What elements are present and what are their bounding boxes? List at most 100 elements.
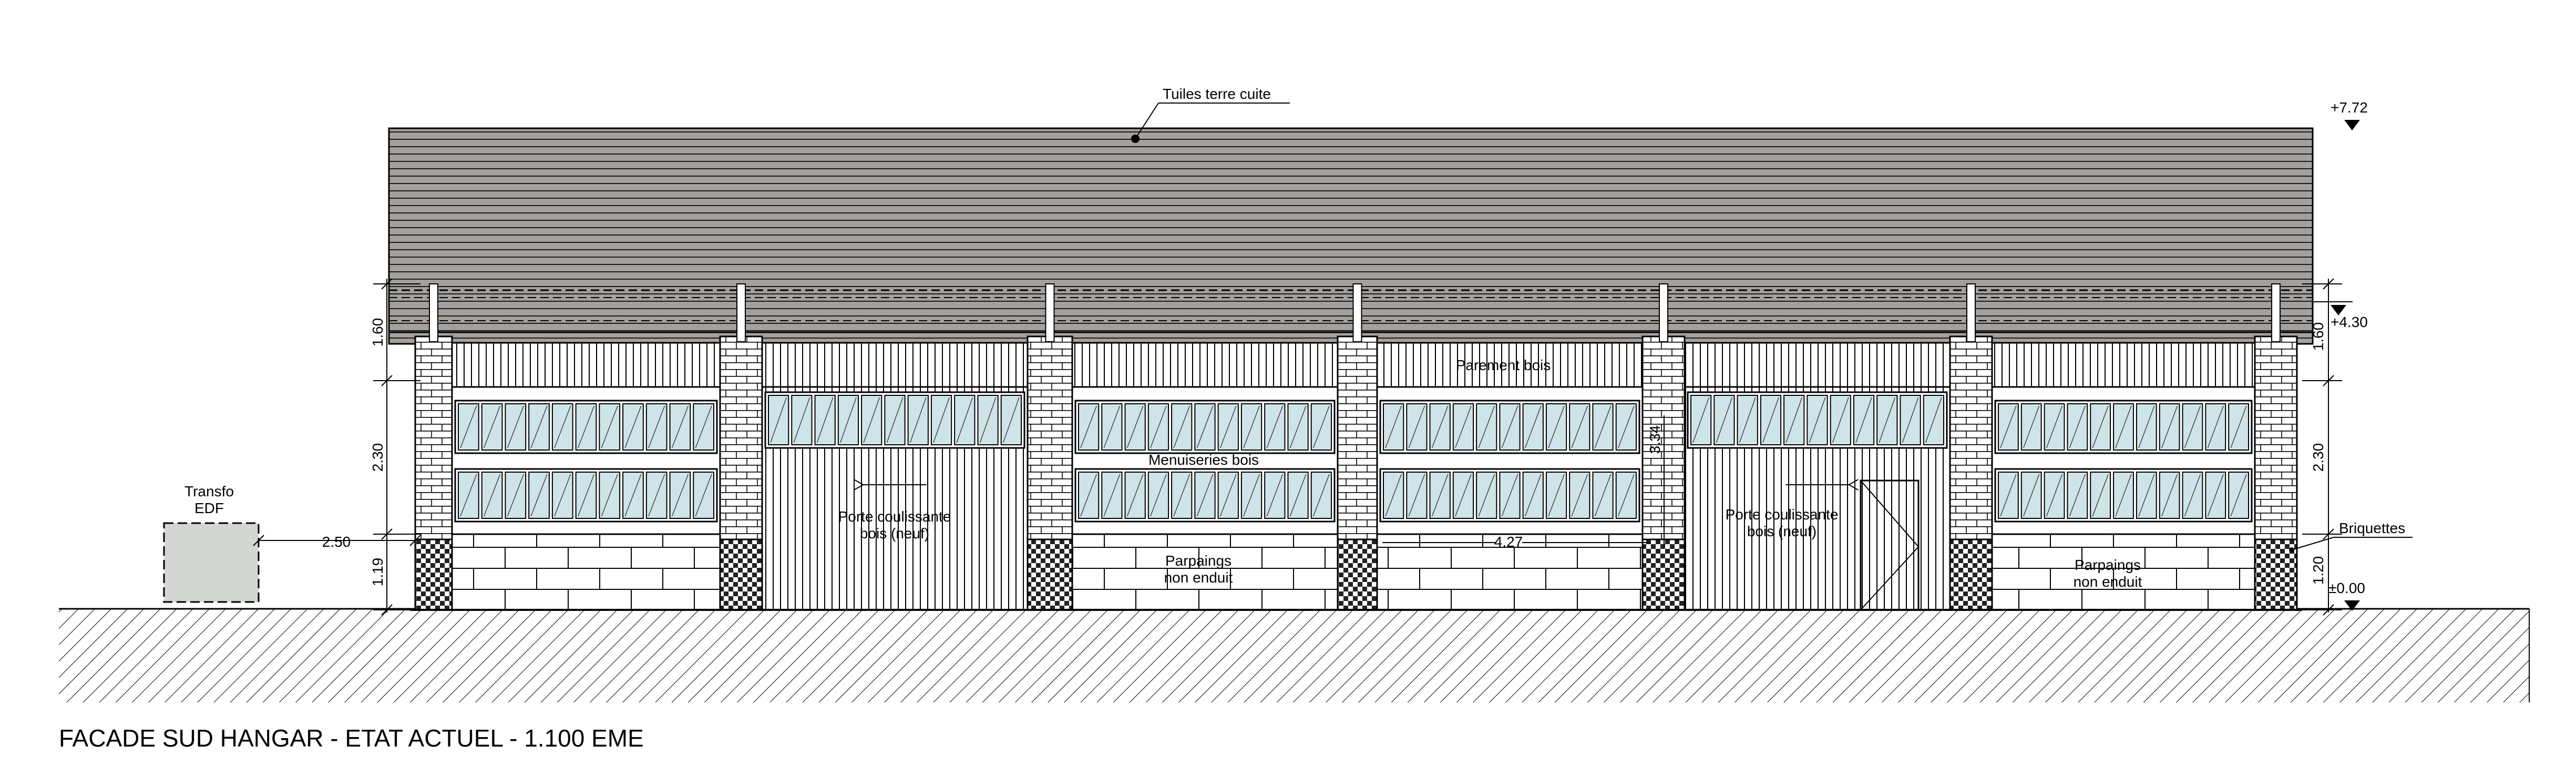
pillar-3-briquettes-plinth <box>1027 538 1073 611</box>
bay-5-door-glazing-pane-reflection <box>1832 397 1849 443</box>
bay-2-door-glazing-pane-reflection <box>770 397 787 443</box>
bay-1-lower-window-pane-reflection <box>695 474 712 517</box>
dim-door-height: 3.34 <box>1647 425 1663 454</box>
bay-1-lower-window-pane-reflection <box>671 474 689 517</box>
roof <box>388 127 2314 345</box>
bay-4-lower-window-pane-reflection <box>1594 474 1612 517</box>
bay-3-upper-window-pane-reflection <box>1196 405 1214 448</box>
parpaings-1-label-line2: non enduit <box>1164 569 1233 586</box>
bay-6-lower-window-pane-reflection <box>2207 474 2224 517</box>
bay-1-lower-window-pane-reflection <box>624 474 642 517</box>
right-dimension-chain <box>2302 278 2342 616</box>
bay-6-upper-window-pane-reflection <box>2115 405 2132 448</box>
dim-right-1-20: 1.20 <box>2310 556 2326 585</box>
bay-2-door-glazing-pane-reflection <box>909 397 927 443</box>
bay-5-door-glazing-pane-reflection <box>1855 397 1872 443</box>
bay-2-door-glazing-pane-reflection <box>979 397 997 443</box>
bay-6-lower-window-pane-reflection <box>2000 474 2017 517</box>
bay-2-door-glazing-pane-reflection <box>816 397 834 443</box>
bay-4-lower-window-pane-reflection <box>1408 474 1425 517</box>
bay-6-lower-window-pane-reflection <box>2230 474 2247 517</box>
bay-6-lower-window-pane-reflection <box>2115 474 2132 517</box>
bay-4-upper-window-pane-reflection <box>1571 405 1588 448</box>
bay-1-upper-window-pane-reflection <box>624 405 642 448</box>
bay-1-upper-window-pane-reflection <box>484 405 501 448</box>
bay-4-upper-window-pane-reflection <box>1408 405 1425 448</box>
dim-inner-width: 4.27 <box>1494 534 1523 550</box>
bay-4-upper-window-pane-reflection <box>1478 405 1495 448</box>
bay-1-lower-window-pane-reflection <box>577 474 595 517</box>
bay-3-lower-window-pane-reflection <box>1080 474 1097 517</box>
bay-3-parpaings-base <box>1071 533 1339 611</box>
bay-4-upper-window-pane-reflection <box>1618 405 1635 448</box>
bay-3-lower-window-pane <box>1171 472 1193 519</box>
pillar-6-briquettes-plinth <box>1949 538 1993 611</box>
bay-2-door-glazing-pane-reflection <box>863 397 880 443</box>
bay-6-lower-window-pane-reflection <box>2161 474 2178 517</box>
parpaings-2-label-line1: Parpaings <box>2075 557 2141 573</box>
dim-right-1-60: 1.60 <box>2310 322 2326 351</box>
bay-4-lower-window-pane-reflection <box>1501 474 1518 517</box>
pillar-1-briquettes-plinth <box>414 538 453 611</box>
bay-6-parpaings-base <box>1991 533 2256 611</box>
bay-2-door-glazing-pane-reflection <box>793 397 810 443</box>
bay-4-upper-window-pane <box>1569 403 1590 451</box>
pillar-6-timber-post <box>1966 283 1976 342</box>
bay-3-lower-window-pane-reflection <box>1126 474 1144 517</box>
bay-6-lower-window-pane-reflection <box>2138 474 2155 517</box>
bay-5-door-glazing-pane-reflection <box>1902 397 1919 443</box>
bay-2-door-glazing-pane-reflection <box>886 397 904 443</box>
bay-2-door-glazing-pane-reflection <box>840 397 857 443</box>
bay-5-personnel-door <box>1860 479 1920 611</box>
bay-1-upper-window-pane-reflection <box>577 405 595 448</box>
pillar-5-briquettes-plinth <box>1641 538 1686 611</box>
ground-hatch <box>59 608 2530 702</box>
bay-4-upper-window-pane <box>1406 403 1428 451</box>
porte-1-label-line1: Porte coulissante <box>838 508 951 525</box>
bay-2-door-glazing-pane <box>954 395 976 445</box>
bay-5-door-glazing-pane <box>1690 395 1712 445</box>
bay-6-lower-window-pane-reflection <box>2069 474 2086 517</box>
bay-3-lower-window-pane-reflection <box>1196 474 1214 517</box>
bay-1-lower-window-pane-reflection <box>530 474 548 517</box>
level-top-text: +7.72 <box>2331 99 2368 116</box>
dim-right-2-30: 2.30 <box>2310 443 2326 472</box>
bay-3-upper-window-pane-reflection <box>1173 405 1190 448</box>
bay-3-lower-window-pane-reflection <box>1243 474 1260 517</box>
parement-bois-label: Parement bois <box>1456 357 1551 373</box>
bay-5-door-glazing-pane-reflection <box>1716 397 1733 443</box>
porte-1-label-line2: bois (neuf) <box>860 525 929 542</box>
bay-4-lower-window-pane-reflection <box>1571 474 1588 517</box>
bay-1-parpaings-base <box>451 533 721 611</box>
bay-6-upper-window-pane-reflection <box>2092 405 2109 448</box>
bay-3-upper-window-pane-reflection <box>1103 405 1121 448</box>
dim-left-1-19: 1.19 <box>370 558 386 587</box>
bay-3-lower-window-pane-reflection <box>1289 474 1307 517</box>
briquettes-leader <box>2289 537 2413 553</box>
bay-6-upper-window-pane-reflection <box>2230 405 2247 448</box>
bay-1-lower-window-pane <box>622 472 644 519</box>
bay-5-slide-arrow-head <box>1848 479 1859 491</box>
pillar-2-timber-post <box>736 283 746 342</box>
bay-1-upper-window-pane-reflection <box>460 405 477 448</box>
level-marker-eave <box>2313 301 2353 315</box>
bay-1-lower-window-pane-reflection <box>460 474 477 517</box>
bay-4-lower-window-pane-reflection <box>1455 474 1472 517</box>
bay-1-lower-window-pane-reflection <box>648 474 665 517</box>
bay-3-lower-window-pane-reflection <box>1219 474 1237 517</box>
bay-3-upper-window-pane-reflection <box>1219 405 1237 448</box>
bay-4-upper-window-pane-reflection <box>1594 405 1612 448</box>
bay-1-upper-window-pane-reflection <box>601 405 618 448</box>
bay-6-upper-window-pane-reflection <box>2138 405 2155 448</box>
bay-3-lower-window-pane-reflection <box>1313 474 1330 517</box>
bay-3-upper-window-pane-reflection <box>1266 405 1284 448</box>
bay-2-door-glazing-pane <box>977 395 999 445</box>
bay-1-lower-window-pane-reflection <box>507 474 524 517</box>
bay-3-upper-window-pane-reflection <box>1126 405 1144 448</box>
bay-1-lower-window-pane <box>645 472 668 519</box>
bay-1-upper-window-pane <box>622 403 644 451</box>
bay-2-door-glazing-pane <box>907 395 929 445</box>
pillar-1-timber-post <box>429 283 438 342</box>
bay-4-lower-window-pane-reflection <box>1431 474 1449 517</box>
bay-4-upper-window-pane-reflection <box>1524 405 1542 448</box>
